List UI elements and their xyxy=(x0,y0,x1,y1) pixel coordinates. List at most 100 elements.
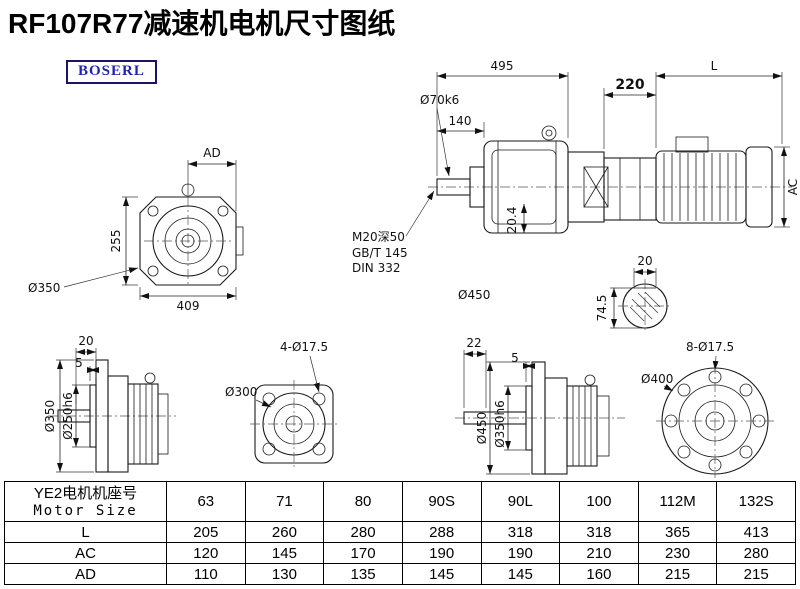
technical-drawing-canvas: AD 255 409 Ø350 xyxy=(28,59,800,478)
bolt-hole xyxy=(262,442,276,456)
bolt-hole xyxy=(312,442,326,456)
header-size-71: 71 xyxy=(244,481,325,522)
header-motor-size-en: Motor Size xyxy=(33,502,138,519)
fan-cowl xyxy=(745,146,773,228)
dim-5: 5 xyxy=(511,351,519,365)
flange-side-large-drawing: 22 5 Ø450 Ø350h6 xyxy=(455,336,625,475)
bolt-hole xyxy=(708,458,722,472)
bolt-hole xyxy=(677,383,691,397)
bolt-hole xyxy=(752,414,766,428)
dim-255: 255 xyxy=(109,230,123,253)
thread-note-line3: DIN 332 xyxy=(352,261,400,275)
eyebolt-icon xyxy=(584,374,596,386)
table-cell: 318 xyxy=(559,521,639,543)
dim-20-4: 20.4 xyxy=(505,207,519,234)
flange-side-small-drawing: 20 5 Ø350 Ø250h6 xyxy=(43,334,176,473)
bolt-hole xyxy=(312,392,326,406)
dim-dia350: Ø350 xyxy=(43,400,57,432)
dim-5: 5 xyxy=(75,356,83,370)
boserl-logo: BOSERL xyxy=(66,60,157,84)
label-dia350: Ø350 xyxy=(28,281,60,295)
bolt-hole xyxy=(677,445,691,459)
motor-dimension-table: YE2电机机座号 Motor Size 63 71 80 90S 90L 100… xyxy=(4,481,796,585)
table-row-ad: AD 110 130 135 145 145 160 215 215 xyxy=(4,563,796,585)
dim-l: L xyxy=(711,59,718,73)
dim-409: 409 xyxy=(177,299,200,313)
row-label-ac: AC xyxy=(4,542,167,564)
header-size-112m: 112M xyxy=(637,481,718,522)
label-4-holes: 4-Ø17.5 xyxy=(280,340,328,354)
header-size-80: 80 xyxy=(323,481,403,522)
table-cell: 205 xyxy=(166,521,246,543)
bolt-hole xyxy=(739,445,753,459)
dim-22: 22 xyxy=(466,336,481,350)
table-cell: 110 xyxy=(166,563,246,585)
table-row-l: L 205 260 280 288 318 318 365 413 xyxy=(4,521,796,543)
label-shaft-dia: Ø70k6 xyxy=(420,93,459,107)
boserl-logo-text: BOSERL xyxy=(78,63,145,79)
table-cell: 365 xyxy=(637,521,718,543)
table-cell: 130 xyxy=(244,563,325,585)
dim-dia450: Ø450 xyxy=(475,412,489,444)
table-cell: 210 xyxy=(559,542,639,564)
bolt-hole xyxy=(664,414,678,428)
table-cell: 145 xyxy=(401,563,482,585)
flange-front-large-drawing: 8-Ø17.5 Ø400 xyxy=(641,340,774,478)
table-cell: 288 xyxy=(401,521,482,543)
table-cell: 160 xyxy=(559,563,639,585)
side-view-drawing: 495 140 Ø70k6 220 L AC 20.4 xyxy=(352,59,800,333)
dim-ad: AD xyxy=(203,146,220,160)
dim-dia350h6: Ø350h6 xyxy=(493,400,507,448)
table-cell: 215 xyxy=(637,563,718,585)
table-cell: 413 xyxy=(716,521,796,543)
table-cell: 135 xyxy=(323,563,403,585)
bolt-hole xyxy=(708,370,722,384)
table-cell: 280 xyxy=(323,521,403,543)
thread-note-line1: M20深50 xyxy=(352,230,405,244)
table-cell: 318 xyxy=(480,521,561,543)
header-motor-size-cn: YE2电机机座号 xyxy=(33,484,138,502)
table-cell: 215 xyxy=(716,563,796,585)
dim-20: 20 xyxy=(78,334,93,348)
table-row-ac: AC 120 145 170 190 190 210 230 280 xyxy=(4,542,796,564)
terminal-box xyxy=(675,136,709,153)
dim-ac: AC xyxy=(786,179,800,195)
dimension-table-section: YE2电机机座号 Motor Size 63 71 80 90S 90L 100… xyxy=(4,481,796,585)
row-label-ad: AD xyxy=(4,563,167,585)
label-dia400: Ø400 xyxy=(641,372,673,386)
eyebolt-icon xyxy=(541,125,557,141)
page-title: RF107R77减速机电机尺寸图纸 xyxy=(8,8,396,39)
flange-front-small-drawing: 4-Ø17.5 Ø300 xyxy=(225,340,338,468)
eyebolt-icon xyxy=(144,372,156,384)
table-cell: 190 xyxy=(401,542,482,564)
shaft-cross-section xyxy=(618,279,672,333)
label-dia450: Ø450 xyxy=(458,288,490,302)
header-size-63: 63 xyxy=(166,481,246,522)
table-cell: 230 xyxy=(637,542,718,564)
header-size-132s: 132S xyxy=(716,481,796,522)
label-8-holes: 8-Ø17.5 xyxy=(686,340,734,354)
table-header-row: YE2电机机座号 Motor Size 63 71 80 90S 90L 100… xyxy=(4,481,796,522)
dim-dia250h6: Ø250h6 xyxy=(61,392,75,440)
table-cell: 120 xyxy=(166,542,246,564)
bolt-hole xyxy=(262,392,276,406)
header-size-100: 100 xyxy=(559,481,639,522)
table-cell: 190 xyxy=(480,542,561,564)
header-motor-size: YE2电机机座号 Motor Size xyxy=(4,481,167,522)
table-cell: 170 xyxy=(323,542,403,564)
label-dia300: Ø300 xyxy=(225,385,257,399)
header-size-90l: 90L xyxy=(480,481,561,522)
header-size-90s: 90S xyxy=(401,481,482,522)
bolt-hole xyxy=(739,383,753,397)
row-label-l: L xyxy=(4,521,167,543)
dim-220: 220 xyxy=(615,77,644,93)
table-cell: 145 xyxy=(244,542,325,564)
dim-140: 140 xyxy=(449,114,472,128)
front-view-drawing: AD 255 409 Ø350 xyxy=(28,146,244,313)
table-cell: 145 xyxy=(480,563,561,585)
dim-74-5: 74.5 xyxy=(595,295,609,322)
thread-note-line2: GB/T 145 xyxy=(352,246,408,260)
table-cell: 260 xyxy=(244,521,325,543)
dim-key-20: 20 xyxy=(637,254,652,268)
